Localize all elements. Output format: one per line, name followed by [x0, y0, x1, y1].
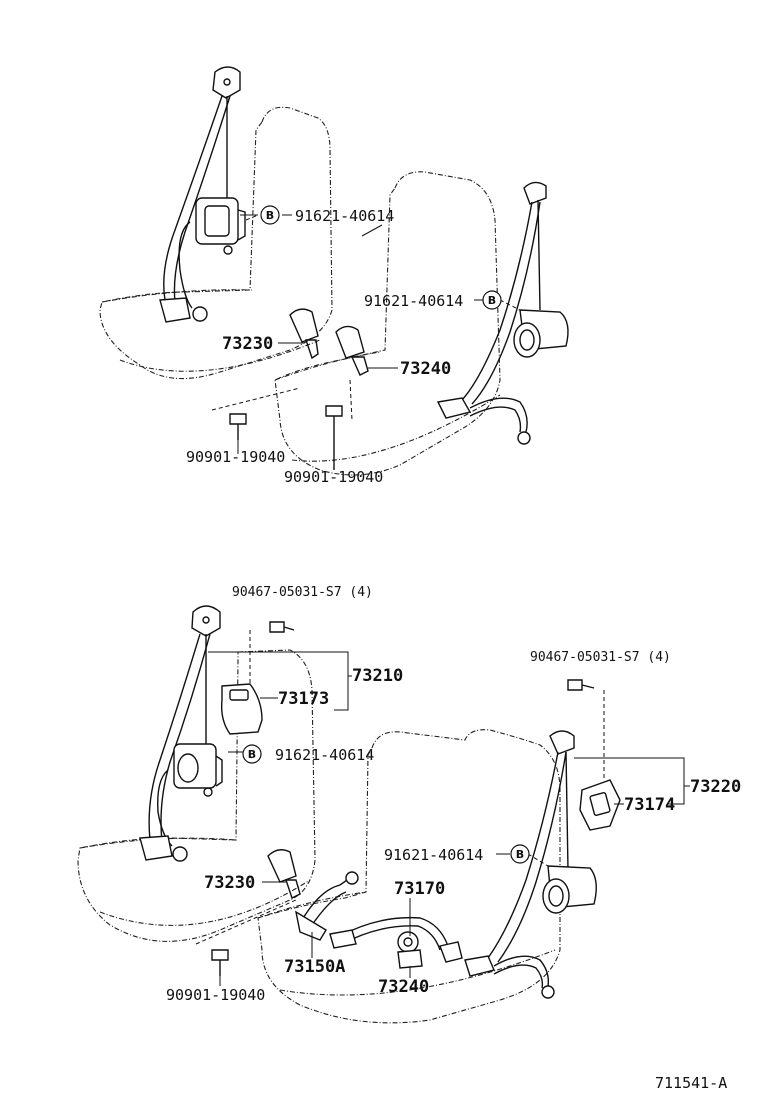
top-left-callout-b: B: [260, 205, 280, 225]
label-top-anchor-bolt-left: 90901-19040: [186, 448, 285, 466]
label-bottom-belt-left: 73210: [352, 666, 403, 686]
bottom-screws: [211, 621, 595, 976]
label-top-buckle-left: 73230: [222, 334, 273, 354]
svg-text:B: B: [488, 294, 496, 307]
bottom-illustration: B B 90467-05031-S7 (4) 90467-05031-S7 (4…: [77, 585, 741, 1024]
bottom-left-callout-b: B: [242, 744, 262, 764]
label-bottom-retractor-bolt-right: 91621-40614: [384, 846, 483, 864]
right-retractor-belt: [436, 181, 569, 445]
bottom-left-retractor-belt: [139, 605, 223, 862]
right-buckle: [335, 325, 369, 376]
bottom-right-retractor-belt: [464, 730, 597, 999]
bottom-left-seat-outline: [77, 649, 316, 942]
label-bottom-screw-left: 90467-05031-S7 (4): [232, 585, 373, 600]
svg-text:B: B: [516, 848, 524, 861]
right-seat-outline: [274, 171, 501, 476]
label-bottom-belt-right: 73220: [690, 777, 741, 797]
svg-text:B: B: [248, 748, 256, 761]
left-buckle: [289, 308, 319, 360]
label-top-anchor-bolt-right: 90901-19040: [284, 468, 383, 486]
label-bottom-buckle-left: 73230: [204, 873, 255, 893]
svg-text:B: B: [266, 209, 274, 222]
bottom-right-callout-b: B: [510, 844, 530, 864]
top-right-callout-b: B: [482, 290, 502, 310]
diagram-ref-code: 711541-A: [655, 1074, 727, 1092]
bottom-left-buckle: [267, 849, 301, 899]
label-bottom-retractor-bolt-left: 91621-40614: [275, 746, 374, 764]
left-retractor-belt: [159, 66, 246, 323]
label-top-retractor-bolt-right: 91621-40614: [364, 292, 463, 310]
label-bottom-pretensioner-left: 73173: [278, 689, 329, 709]
label-bottom-buckle-center: 73240: [378, 977, 429, 997]
bottom-left-pretensioner: [220, 683, 263, 735]
label-bottom-harness: 73150A: [284, 957, 345, 977]
bottom-center-belt: [329, 916, 463, 969]
label-bottom-anchor-bolt-left: 90901-19040: [166, 986, 265, 1004]
label-bottom-screw-right: 90467-05031-S7 (4): [530, 650, 671, 665]
label-bottom-pretensioner-right: 73174: [624, 795, 675, 815]
label-bottom-center-belt: 73170: [394, 879, 445, 899]
bottom-right-seat-outline: [257, 729, 561, 1024]
top-illustration: B B 91621-40614 91621-40614 73230 73240 …: [99, 66, 569, 486]
left-seat-outline: [99, 106, 333, 380]
bottom-right-pretensioner: [579, 779, 621, 831]
bottom-harness: [295, 871, 359, 941]
label-top-buckle-right: 73240: [400, 359, 451, 379]
label-top-retractor-bolt-left: 91621-40614: [295, 207, 394, 225]
